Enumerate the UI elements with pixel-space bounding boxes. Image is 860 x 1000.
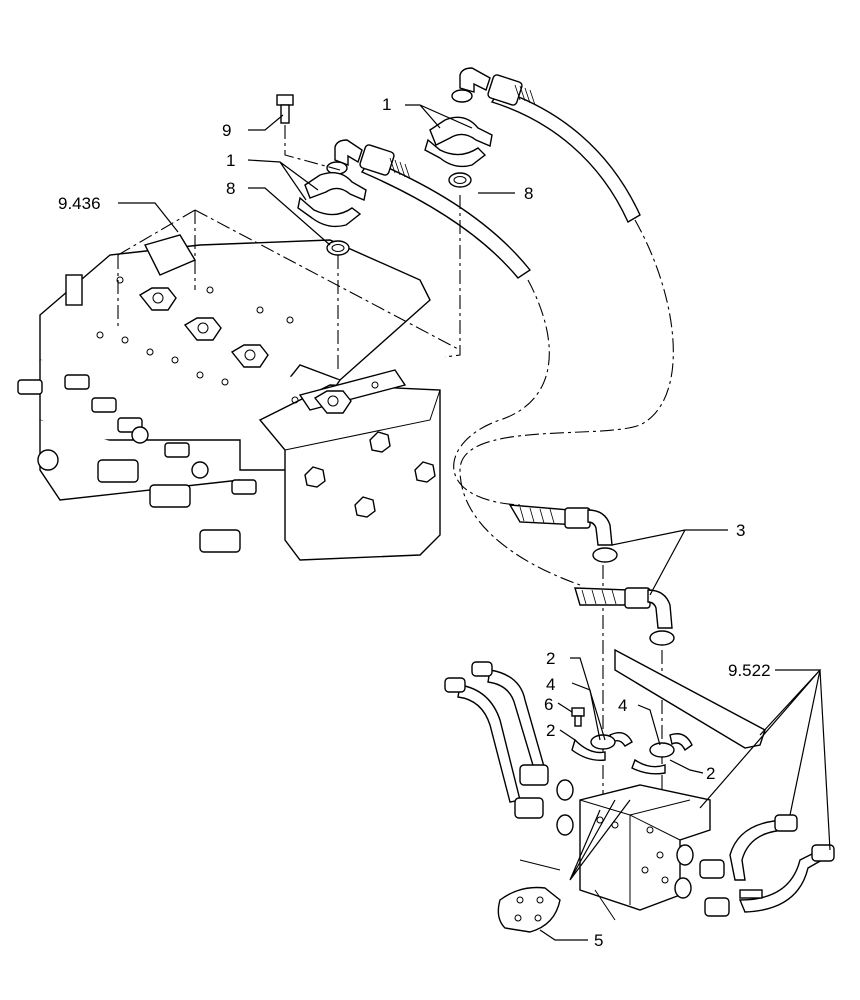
callout-8-left: 8 [226,179,235,198]
leader-lines [118,104,831,941]
o-ring-washers [326,172,472,256]
lower-manifold-assembly [444,648,835,933]
callout-8-right: 8 [524,184,533,203]
callout-2-right: 2 [706,764,715,783]
callout-2-left: 2 [546,721,555,740]
bolt [276,94,294,124]
callout-3: 3 [736,521,745,540]
hex-bolt-heads [138,287,352,414]
callout-4-right: 4 [618,696,627,715]
hose-assembly-upper [326,67,641,279]
split-flange-clamps [297,116,493,228]
elbow-fittings [508,504,675,646]
callout-9-436: 9.436 [58,194,101,213]
callout-2-top: 2 [546,649,555,668]
callout-5: 5 [594,931,603,950]
callout-9-522: 9.522 [728,661,771,680]
callout-6: 6 [544,695,553,714]
lower-flange-clamps [571,707,693,775]
control-valve-block [17,234,441,561]
callout-1-left: 1 [226,151,235,170]
callout-4-left: 4 [546,675,555,694]
callout-1-top: 1 [382,95,391,114]
valve-spools [17,374,257,553]
callout-9: 9 [222,121,231,140]
callout-labels: 9 1 1 8 8 9.436 3 2 4 6 2 4 2 9.522 5 [58,95,771,950]
